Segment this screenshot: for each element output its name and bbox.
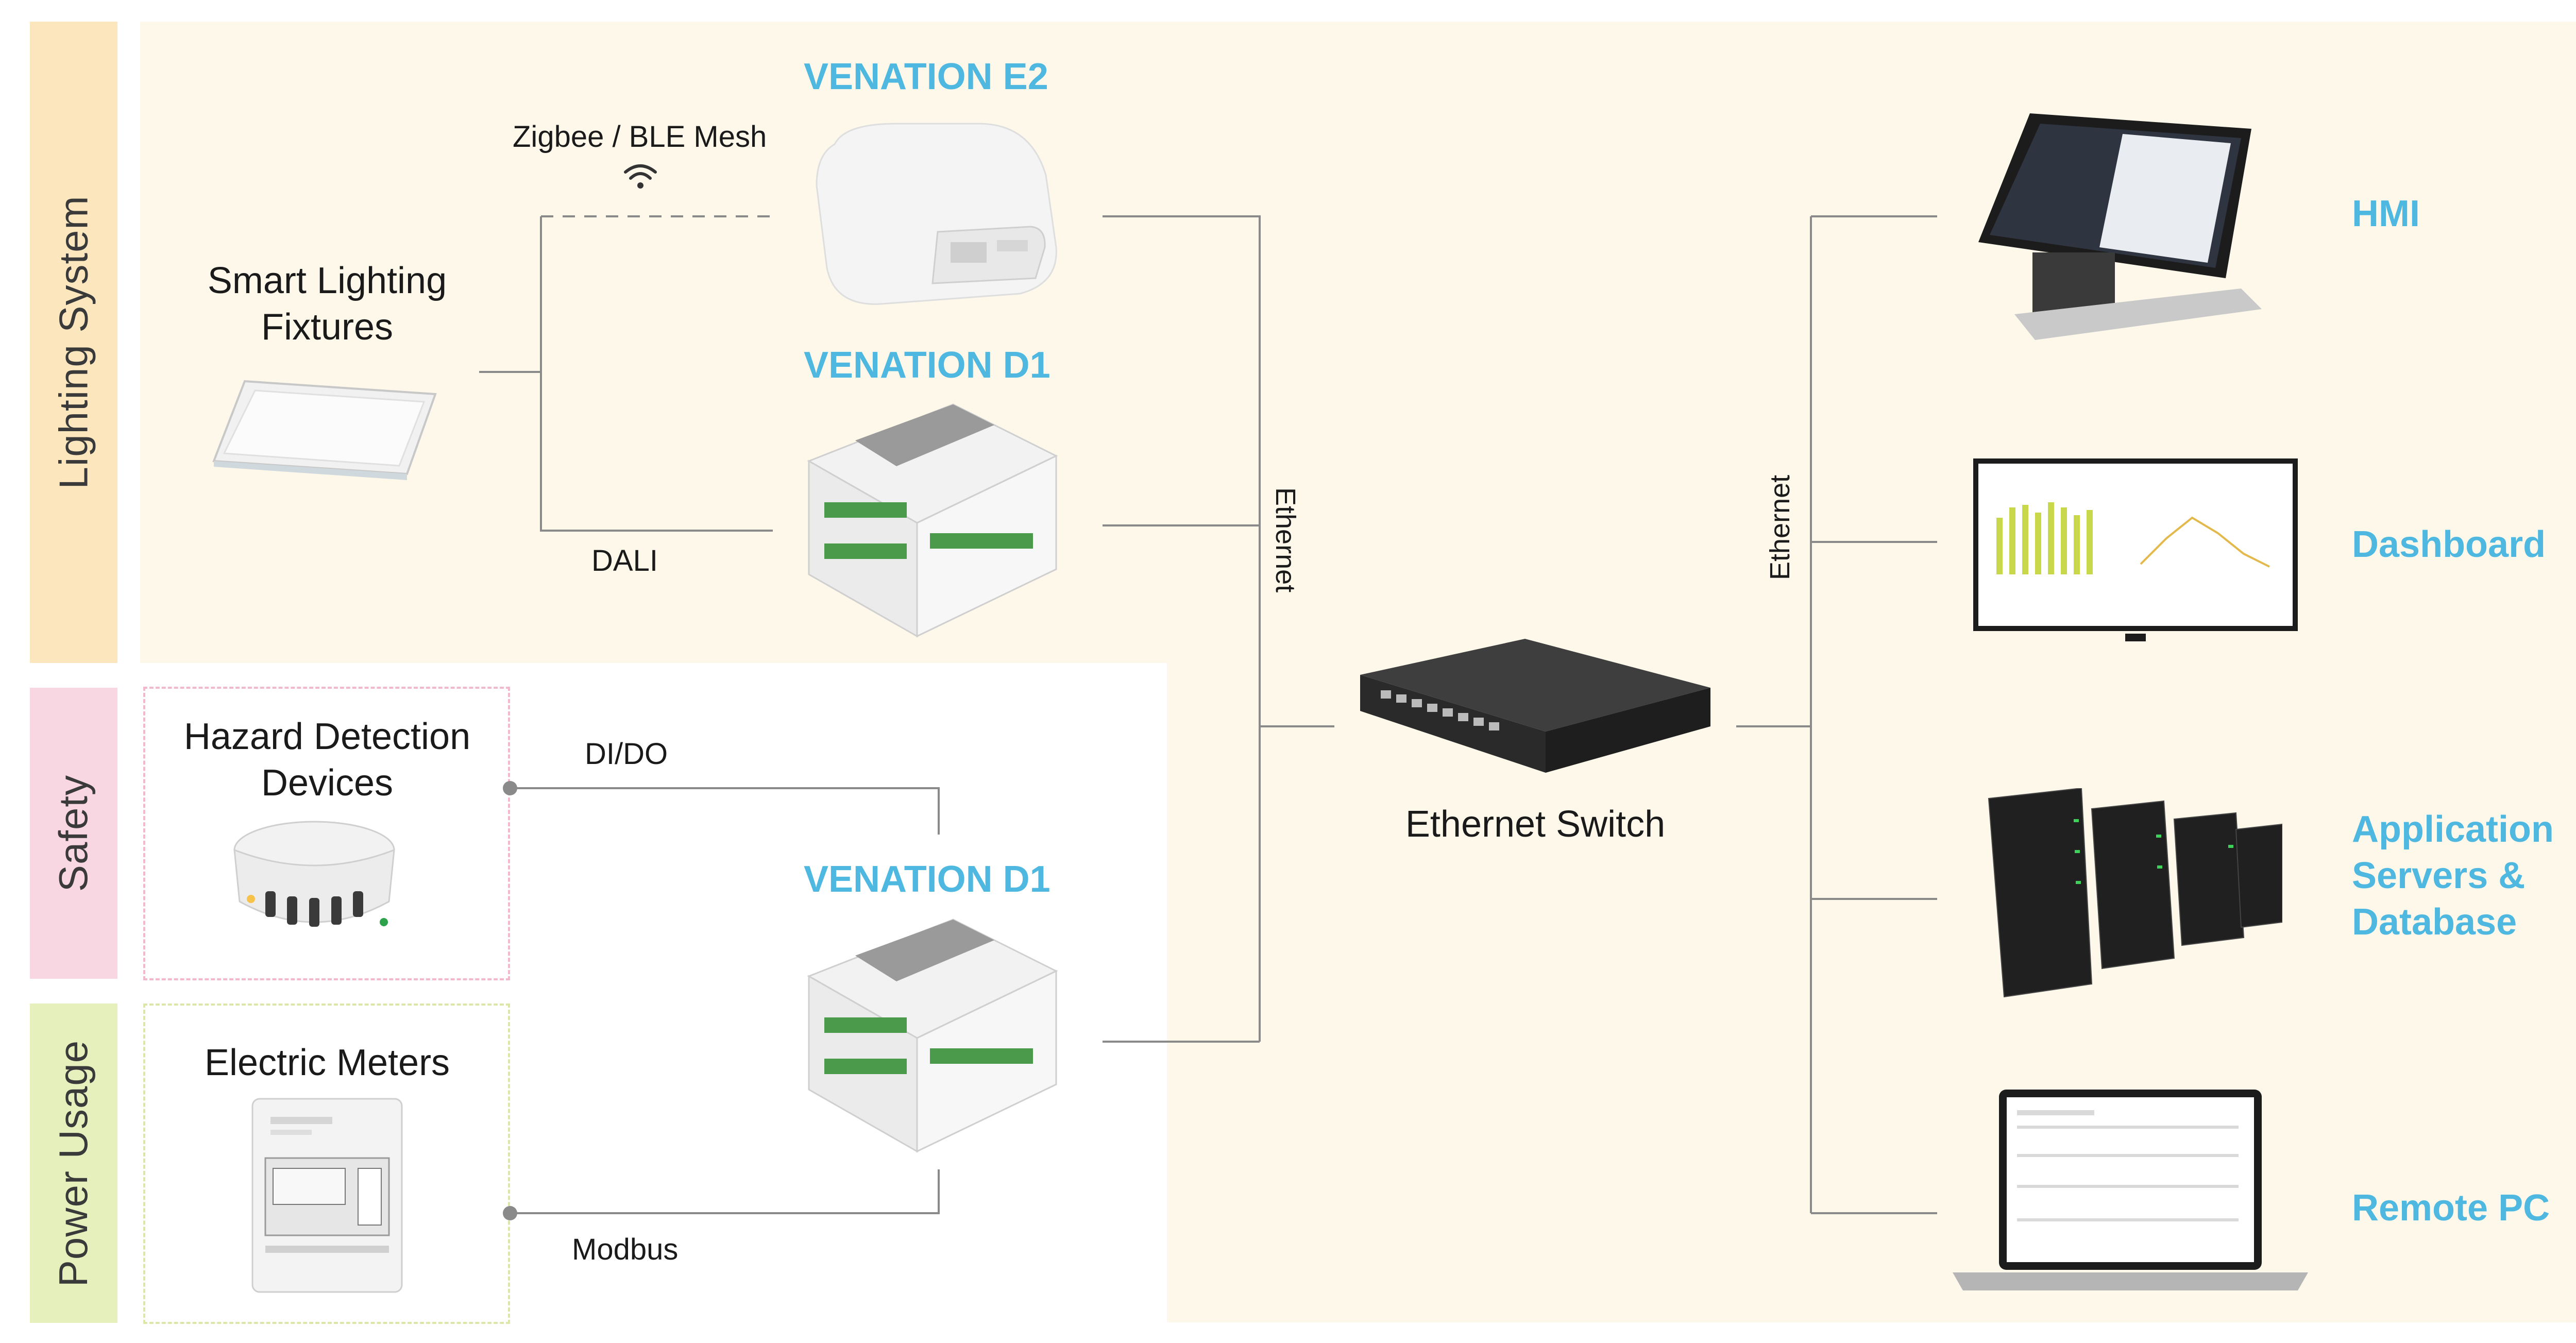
protocol-zigbee-label: Zigbee / BLE Mesh bbox=[513, 120, 767, 154]
din-rail-controller-icon bbox=[788, 399, 1066, 639]
category-tab-lighting: Lighting System bbox=[30, 22, 117, 663]
electric-meter-icon bbox=[250, 1096, 404, 1295]
network-switch-icon bbox=[1355, 639, 1716, 788]
source-lighting-label: Smart Lighting Fixtures bbox=[207, 260, 447, 348]
protocol-dido-label: DI/DO bbox=[585, 737, 668, 771]
output-remote-pc-label: Remote PC bbox=[2352, 1187, 2550, 1229]
light-panel-icon bbox=[209, 371, 440, 484]
protocol-dali-label: DALI bbox=[591, 544, 658, 577]
server-rack-icon bbox=[1973, 787, 2283, 999]
source-meters-label: Electric Meters bbox=[204, 1042, 450, 1083]
category-tab-safety: Safety bbox=[30, 688, 117, 979]
din-rail-controller-icon bbox=[788, 914, 1066, 1154]
protocol-ethernet-right-label: Ethernet bbox=[1765, 474, 1795, 580]
gateway-d1-bottom-title: VENATION D1 bbox=[804, 859, 1050, 900]
gateway-e2-title: VENATION E2 bbox=[804, 56, 1048, 97]
touch-panel-icon bbox=[1973, 103, 2262, 355]
output-hmi-label: HMI bbox=[2352, 193, 2420, 234]
output-dashboard-label: Dashboard bbox=[2352, 524, 2546, 565]
power-device-box bbox=[143, 1004, 510, 1324]
smoke-detector-icon bbox=[229, 814, 399, 953]
protocol-modbus-label: Modbus bbox=[572, 1233, 679, 1266]
source-hazard-label: Hazard Detection Devices bbox=[183, 716, 471, 804]
monitor-icon bbox=[1971, 456, 2300, 644]
switch-label: Ethernet Switch bbox=[1405, 804, 1666, 845]
output-servers-label: Application Servers & Database bbox=[2352, 809, 2554, 943]
laptop-icon bbox=[1953, 1087, 2308, 1293]
gateway-d1-top-title: VENATION D1 bbox=[804, 345, 1050, 386]
safety-device-box bbox=[143, 687, 510, 980]
protocol-ethernet-left-label: Ethernet bbox=[1270, 487, 1301, 593]
category-tab-power: Power Usage bbox=[30, 1004, 117, 1323]
wireless-gateway-icon bbox=[804, 113, 1061, 312]
wifi-icon bbox=[622, 161, 658, 192]
